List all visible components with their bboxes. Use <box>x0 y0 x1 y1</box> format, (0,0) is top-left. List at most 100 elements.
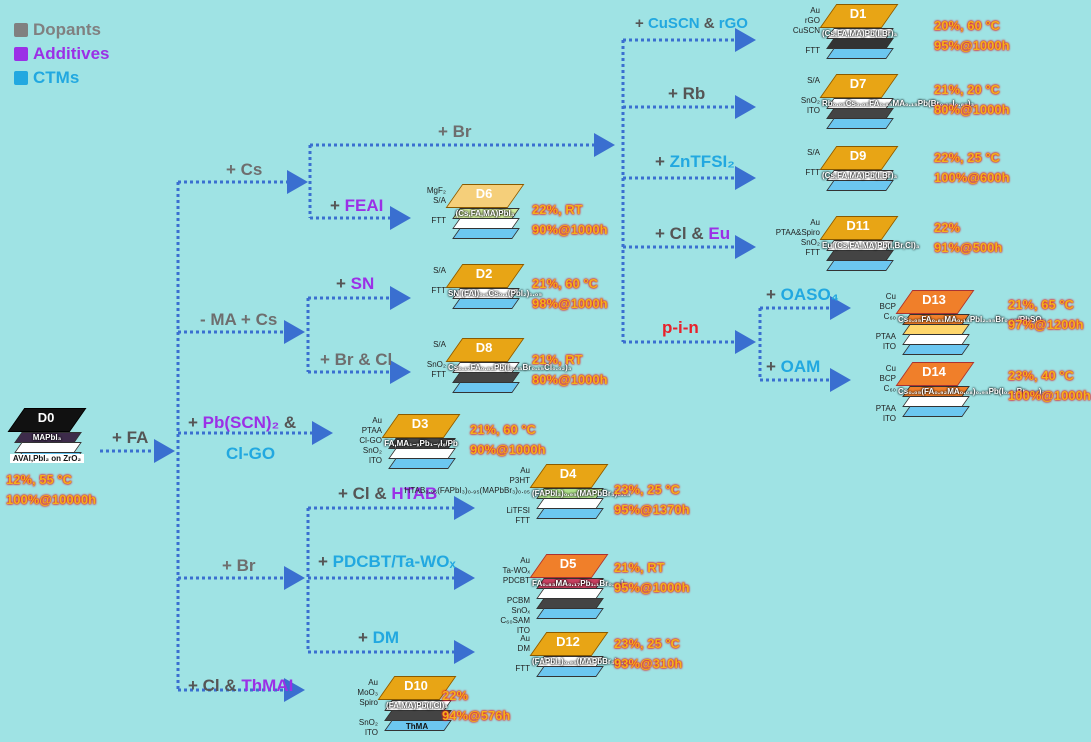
stability-retention: 100%@1000h <box>1008 388 1091 403</box>
device-layer-labels: Au PTAA Cl-GO SnO₂ ITO <box>359 416 382 465</box>
efficiency-temperature: 22% <box>934 220 961 235</box>
edge-label-segment: - MA + Cs <box>200 310 278 329</box>
edge-label-segment: + <box>766 285 781 304</box>
stability-retention: 90%@1000h <box>470 442 546 457</box>
edge-label-segment: + <box>318 552 333 571</box>
legend: Dopants Additives CTMs <box>14 18 110 90</box>
edge-label-cl-thmai: + Cl & ThMAI <box>188 676 293 696</box>
edge-label-segment: + <box>336 274 351 293</box>
device-composition: Cs₀.₀₅FA₀.₈₁MA₀.₁₄PbI₂.₅₅Br₀.₄₅/PbSO₄ <box>898 315 1046 324</box>
layer <box>902 344 970 355</box>
legend-swatch-ctms <box>14 71 28 85</box>
stability-retention: 100%@10000h <box>6 492 97 507</box>
edge-label-segment: + Cs <box>226 160 263 179</box>
edge-label-br-top: + Br <box>438 122 472 142</box>
edge-label-br-cl: + Br & Cl <box>320 350 392 370</box>
edge-label-dm: + DM <box>358 628 399 648</box>
stability-retention: 95%@1370h <box>614 502 690 517</box>
edge-label-rb: + Rb <box>668 84 705 104</box>
edge-label-segment: p-i-n <box>662 318 699 337</box>
stability-retention: 95%@1000h <box>614 580 690 595</box>
stability-retention: 80%@1000h <box>532 372 608 387</box>
layer <box>536 666 604 677</box>
edge-label-segment: + Rb <box>668 84 706 103</box>
edge-label-segment: + Br & Cl <box>320 350 393 369</box>
device-layer-labels: S/A FTT <box>805 148 820 177</box>
edge-label-segment: PDCBT/Ta-WOₓ <box>332 552 456 571</box>
device-name: D2 <box>475 266 493 281</box>
device-composition: FA,MA₁₋ₓPb₁₋ᵧIₓ/Pb <box>384 439 458 448</box>
device-name: D14 <box>922 364 946 379</box>
edge-label-segment: HTAB <box>391 484 438 503</box>
device-performance: 23%, 40 °C 100%@1000h <box>1008 366 1091 406</box>
edge-label-sn: + SN <box>336 274 374 294</box>
layer <box>452 228 520 239</box>
device-name: D13 <box>922 292 946 307</box>
edge-label-segment: + FA <box>112 428 149 447</box>
efficiency-temperature: 23%, 25 °C <box>614 636 680 651</box>
legend-item-additives: Additives <box>14 42 110 66</box>
device-composition: (Cs,FA,MA)Pb(I,Br)₃ <box>822 29 898 38</box>
edge-label-br-mid: + Br <box>222 556 256 576</box>
efficiency-temperature: 20%, 60 °C <box>934 18 1000 33</box>
device-name: D9 <box>849 148 867 163</box>
device-layer-labels: Au P3HT HTAB₀.₉₅(FAPbI₃)₀.₉₅(MAPbBr₃)₀.₀… <box>404 466 530 525</box>
device-composition: (FAPbI₃)₀.₉₅(MAPbBr₃)₀.₀₅ <box>532 489 631 498</box>
efficiency-temperature: 23%, 40 °C <box>1008 368 1074 383</box>
layer <box>536 508 604 519</box>
layer <box>452 382 520 393</box>
layer <box>826 180 894 191</box>
layer <box>902 406 970 417</box>
edge-label-segment: rGO <box>718 15 748 32</box>
stability-retention: 97%@1200h <box>1008 317 1084 332</box>
device-layer-labels: Au PTAA&Spiro SnO₂ FTT <box>775 218 820 257</box>
edge-label-segment: ThMAI <box>241 676 294 695</box>
edge-label-segment: + <box>330 196 345 215</box>
device-composition: FA₀.₈₃MA₀.₁₇Pb₁.₁Br₀.₅₁I₃ <box>532 579 627 588</box>
edge-label-segment: ZnTFSI₂ <box>669 152 735 171</box>
edge-label-segment: + Br <box>438 122 472 141</box>
legend-swatch-dopants <box>14 23 28 37</box>
edge-label-segment: & <box>699 15 719 32</box>
efficiency-temperature: 22%, RT <box>532 202 583 217</box>
device-layer-labels: S/A FTT <box>431 266 446 295</box>
device-performance: 22%94%@576h <box>442 686 510 726</box>
edge-label-clgo: Cl-GO <box>226 444 275 464</box>
device-name: D5 <box>559 556 577 571</box>
efficiency-temperature: 21%, 65 °C <box>1008 297 1074 312</box>
layer <box>826 260 894 271</box>
device-stack-d2: D2 SN (FAI)₀.₉Cs₀.₁(PbI₂)₁.₀₅ <box>445 264 542 330</box>
device-performance: 21%, 65 °C 97%@1200h <box>1008 295 1084 335</box>
device-stack-d4: D4 (FAPbI₃)₀.₉₅(MAPbBr₃)₀.₀₅ <box>529 464 630 530</box>
device-substrate-label: AVAI,PbI₂ on ZrO₂ <box>10 454 84 463</box>
device-composition: (FA,MA)Pb(I,Cl)₃ <box>386 701 448 710</box>
device-name: D7 <box>849 76 867 91</box>
edge-label-segment: Cl-GO <box>226 444 276 463</box>
device-composition: SN (FAI)₀.₉Cs₀.₁(PbI₂)₁.₀₅ <box>448 289 543 298</box>
device-layer-labels: Cu BCP C₆₀ PTAA ITO <box>875 364 896 423</box>
device-name: D0 <box>37 410 55 425</box>
device-name: D1 <box>849 6 867 21</box>
edge-label-segment: + <box>655 152 670 171</box>
stability-retention: 95%@1000h <box>934 38 1010 53</box>
device-layer-labels: Cu BCP C₆₀ PTAA ITO <box>875 292 896 351</box>
device-name: D11 <box>846 218 870 233</box>
device-composition: Cs₀.₀₅(FA₀.₉₂MA₀.₀₈)₀.₉₅Pb(I₀.₉₂Br₀.₀₈)₃ <box>898 387 1046 396</box>
device-name: D4 <box>559 466 577 481</box>
layer <box>826 118 894 129</box>
device-layer-labels: Au Ta-WOₓ PDCBT PCBM SnOₓ C₆₀SAM ITO <box>500 556 530 635</box>
